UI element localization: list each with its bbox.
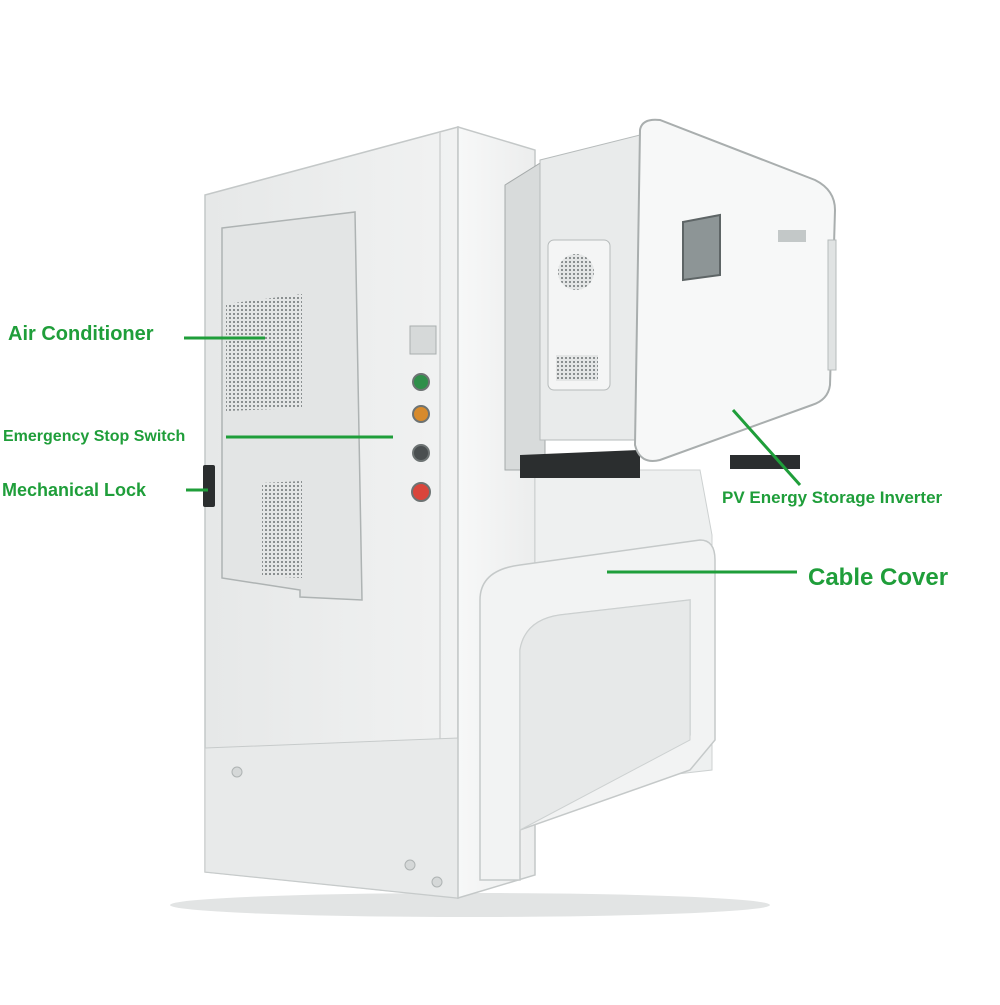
stop-button [412, 405, 430, 423]
emergency-stop-switch-label: Emergency Stop Switch [3, 428, 186, 445]
alarm-light [412, 444, 430, 462]
panel-nameplate [409, 325, 437, 355]
inverter-bottom-connectors [730, 455, 800, 469]
air-conditioner-label: Air Conditioner [8, 323, 154, 345]
inverter-fan-grille [558, 254, 594, 290]
cable-cover-label: Cable Cover [808, 564, 949, 591]
inverter-side-fins [827, 239, 837, 371]
pv-inverter-label: PV Energy Storage Inverter [722, 488, 943, 507]
ac-bottom-vent [262, 481, 302, 578]
mechanical-lock [203, 465, 215, 507]
inverter-bracket [504, 159, 546, 471]
inverter-vent-grille [556, 355, 598, 381]
base-bolt [231, 766, 243, 778]
ac-top-vent [226, 294, 302, 411]
inverter-front-panel [633, 118, 837, 462]
inverter-mount-feet [520, 450, 640, 478]
base-bolt [404, 859, 416, 871]
base-bolt [431, 876, 443, 888]
start-button [412, 373, 430, 391]
inverter-logo [778, 230, 806, 242]
floor-shadow [170, 893, 770, 917]
pv-inverter-leader [731, 409, 802, 486]
cabinet-base [204, 737, 459, 899]
emergency-stop-button [411, 482, 431, 502]
inverter-display [682, 213, 721, 282]
cable-cover-inner [519, 599, 691, 831]
mechanical-lock-label: Mechanical Lock [2, 480, 147, 500]
